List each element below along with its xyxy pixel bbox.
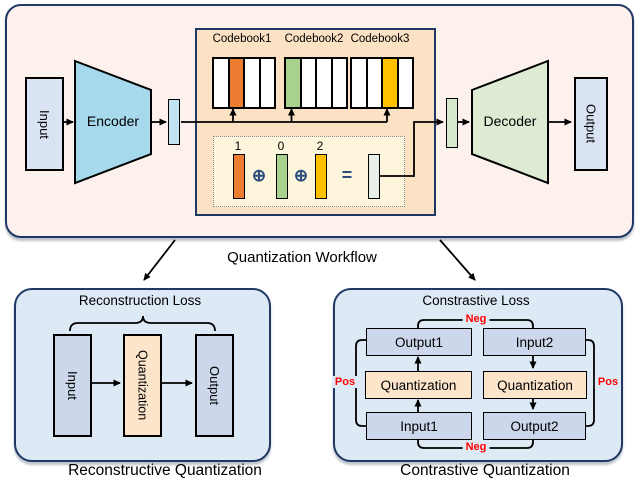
codebook-slot <box>245 59 261 107</box>
code-index-2: 2 <box>316 139 324 153</box>
codebook-slot <box>398 59 412 107</box>
codebook3-label: Codebook3 <box>350 33 410 45</box>
contrast-quantization-left-box: Quantization <box>365 371 472 399</box>
input-box: Input <box>25 77 64 171</box>
codebook-slot-selected <box>229 59 245 107</box>
recon-input-label: Input <box>65 371 80 400</box>
workflow-caption: Quantization Workflow <box>227 249 377 266</box>
codebook-slot <box>367 59 383 107</box>
neg-label-top: Neg <box>462 313 490 325</box>
combined-code-bar <box>368 154 380 199</box>
reconstructive-caption: Reconstructive Quantization <box>68 462 262 479</box>
codebook-slot <box>301 59 317 107</box>
codebook-slot <box>317 59 333 107</box>
codebook2-slots <box>284 57 348 109</box>
neg-label-bottom: Neg <box>462 441 490 453</box>
oplus-icon: ⊕ <box>293 166 309 185</box>
reconstruction-loss-title: Reconstruction Loss <box>78 293 202 308</box>
code-index-1: 1 <box>234 139 242 153</box>
recon-output-label: Output <box>207 365 222 406</box>
contrast-output2-box: Output2 <box>483 412 586 440</box>
codebook1-label: Codebook1 <box>212 33 272 45</box>
equals-icon: = <box>341 165 353 185</box>
pos-label-left: Pos <box>331 376 359 388</box>
codebook-slot <box>352 59 368 107</box>
codebook-slot-selected <box>286 59 302 107</box>
pos-label-right: Pos <box>594 376 622 388</box>
recon-input-box: Input <box>53 334 92 437</box>
contrast-quantization-right-box: Quantization <box>483 371 587 399</box>
contrast-input2-box: Input2 <box>483 328 586 356</box>
encoder-label: Encoder <box>86 113 140 129</box>
codebook-slot <box>260 59 274 107</box>
contrastive-loss-title: Constrastive Loss <box>422 293 530 308</box>
selected-code-green-bar <box>276 154 288 199</box>
codebook-slot <box>332 59 346 107</box>
latent-bar-decoder <box>446 98 458 148</box>
selected-code-orange-bar <box>233 154 245 199</box>
codebook2-label: Codebook2 <box>284 33 344 45</box>
arrow-to-reconstructive <box>143 239 176 281</box>
contrastive-caption: Contrastive Quantization <box>400 462 570 479</box>
codebook-slot <box>214 59 230 107</box>
code-index-0: 0 <box>277 139 285 153</box>
latent-bar-encoder <box>168 99 180 145</box>
arrow-to-contrastive <box>439 239 476 281</box>
output-box: Output <box>574 77 608 171</box>
recon-quantization-box: Quantization <box>123 334 162 437</box>
output-label: Output <box>583 104 599 144</box>
input-label: Input <box>37 109 52 139</box>
codebook-slot-selected <box>383 59 399 107</box>
recon-quantization-label: Quantization <box>135 350 150 421</box>
codebook1-slots <box>212 57 276 109</box>
contrast-output1-box: Output1 <box>366 328 472 356</box>
codebook3-slots <box>350 57 414 109</box>
selected-code-yellow-bar <box>315 154 327 199</box>
recon-output-box: Output <box>195 334 234 437</box>
decoder-label: Decoder <box>483 113 537 129</box>
oplus-icon: ⊕ <box>251 166 267 185</box>
contrast-input1-box: Input1 <box>366 412 472 440</box>
